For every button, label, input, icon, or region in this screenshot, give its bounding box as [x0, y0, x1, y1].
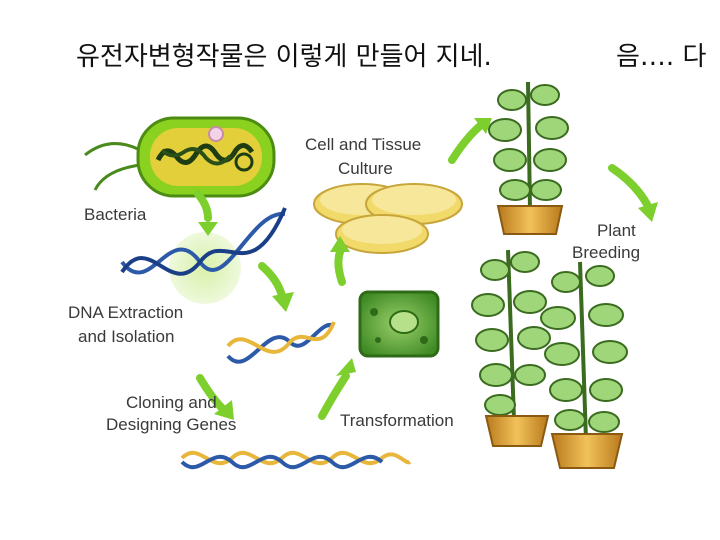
dna-helix-icon: [120, 207, 287, 276]
petri-dish-icon: [313, 183, 463, 254]
arrow-head: [638, 202, 658, 222]
slide-title-continuation: 음…. 다: [616, 42, 707, 72]
green-arrow-icon: [258, 262, 286, 300]
label-cell-culture-line1: Cell and Tissue: [305, 135, 421, 154]
label-dna-extraction-line1: DNA Extraction: [68, 303, 183, 322]
potted-plant-icon: [488, 81, 569, 235]
arrow-head: [336, 358, 356, 376]
dna-helix-icon: [226, 321, 336, 364]
label-cloning-line2: Designing Genes: [106, 415, 236, 434]
green-arrow-icon: [196, 374, 226, 412]
green-arrow-icon: [318, 372, 350, 420]
arrow-head: [330, 236, 350, 252]
arrow-head: [474, 118, 492, 134]
label-cell-culture-line2: Culture: [338, 159, 393, 178]
plant-cell-icon: [358, 290, 440, 358]
green-arrow-icon: [608, 164, 652, 210]
label-plant-breeding-line1: Plant: [597, 221, 636, 240]
green-arrow-icon: [334, 248, 346, 286]
potted-plant-icon: [471, 249, 551, 447]
bacteria-icon: [84, 116, 276, 198]
arrow-head: [214, 400, 234, 420]
label-cloning-line1: Cloning and: [126, 393, 217, 412]
dna-helix-icon: [180, 450, 412, 470]
green-arrow-icon: [194, 190, 212, 222]
label-transformation: Transformation: [340, 411, 454, 430]
green-arrow-icon: [448, 122, 484, 164]
label-bacteria: Bacteria: [84, 205, 147, 224]
label-dna-extraction-line2: and Isolation: [78, 327, 174, 346]
potted-plant-icon: [540, 261, 628, 469]
arrow-head: [198, 222, 218, 236]
arrow-head: [272, 292, 294, 312]
slide-title: 유전자변형작물은 이렇게 만들어 지네.: [76, 42, 492, 72]
label-plant-breeding-line2: Breeding: [572, 243, 640, 262]
